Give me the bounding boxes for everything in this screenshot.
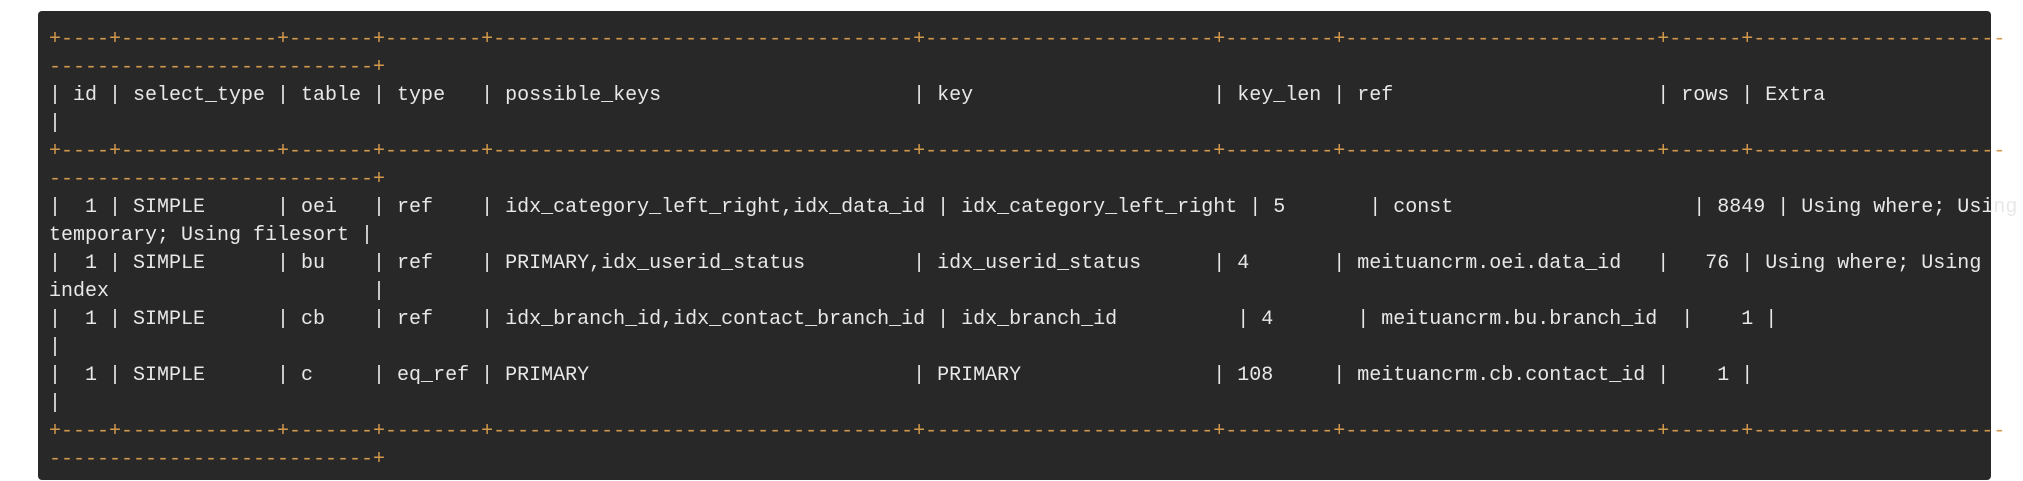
table-header-row-wrap: | [49,112,62,135]
table-row: | 1 | SIMPLE | cb | ref | idx_branch_id,… [49,308,1778,331]
table-border-line: ---------------------------+ [49,56,386,79]
table-border-line: ---------------------------+ [49,168,386,191]
table-row-wrap: index | [49,280,386,303]
table-border-line: +----+-------------+-------+--------+---… [49,28,2006,51]
code-block: +----+-------------+-------+--------+---… [38,11,2018,480]
table-row: | 1 | SIMPLE | oei | ref | idx_category_… [49,196,2018,219]
table-row-wrap: | [49,392,62,415]
table-border-line: +----+-------------+-------+--------+---… [49,420,2006,443]
table-row-wrap: | [49,336,62,359]
table-border-line: +----+-------------+-------+--------+---… [49,140,2006,163]
table-row-wrap: temporary; Using filesort | [49,224,374,247]
table-row: | 1 | SIMPLE | bu | ref | PRIMARY,idx_us… [49,252,1982,275]
table-border-line: ---------------------------+ [49,448,386,471]
table-header-row: | id | select_type | table | type | poss… [49,84,1826,107]
table-row: | 1 | SIMPLE | c | eq_ref | PRIMARY | PR… [49,364,1754,387]
